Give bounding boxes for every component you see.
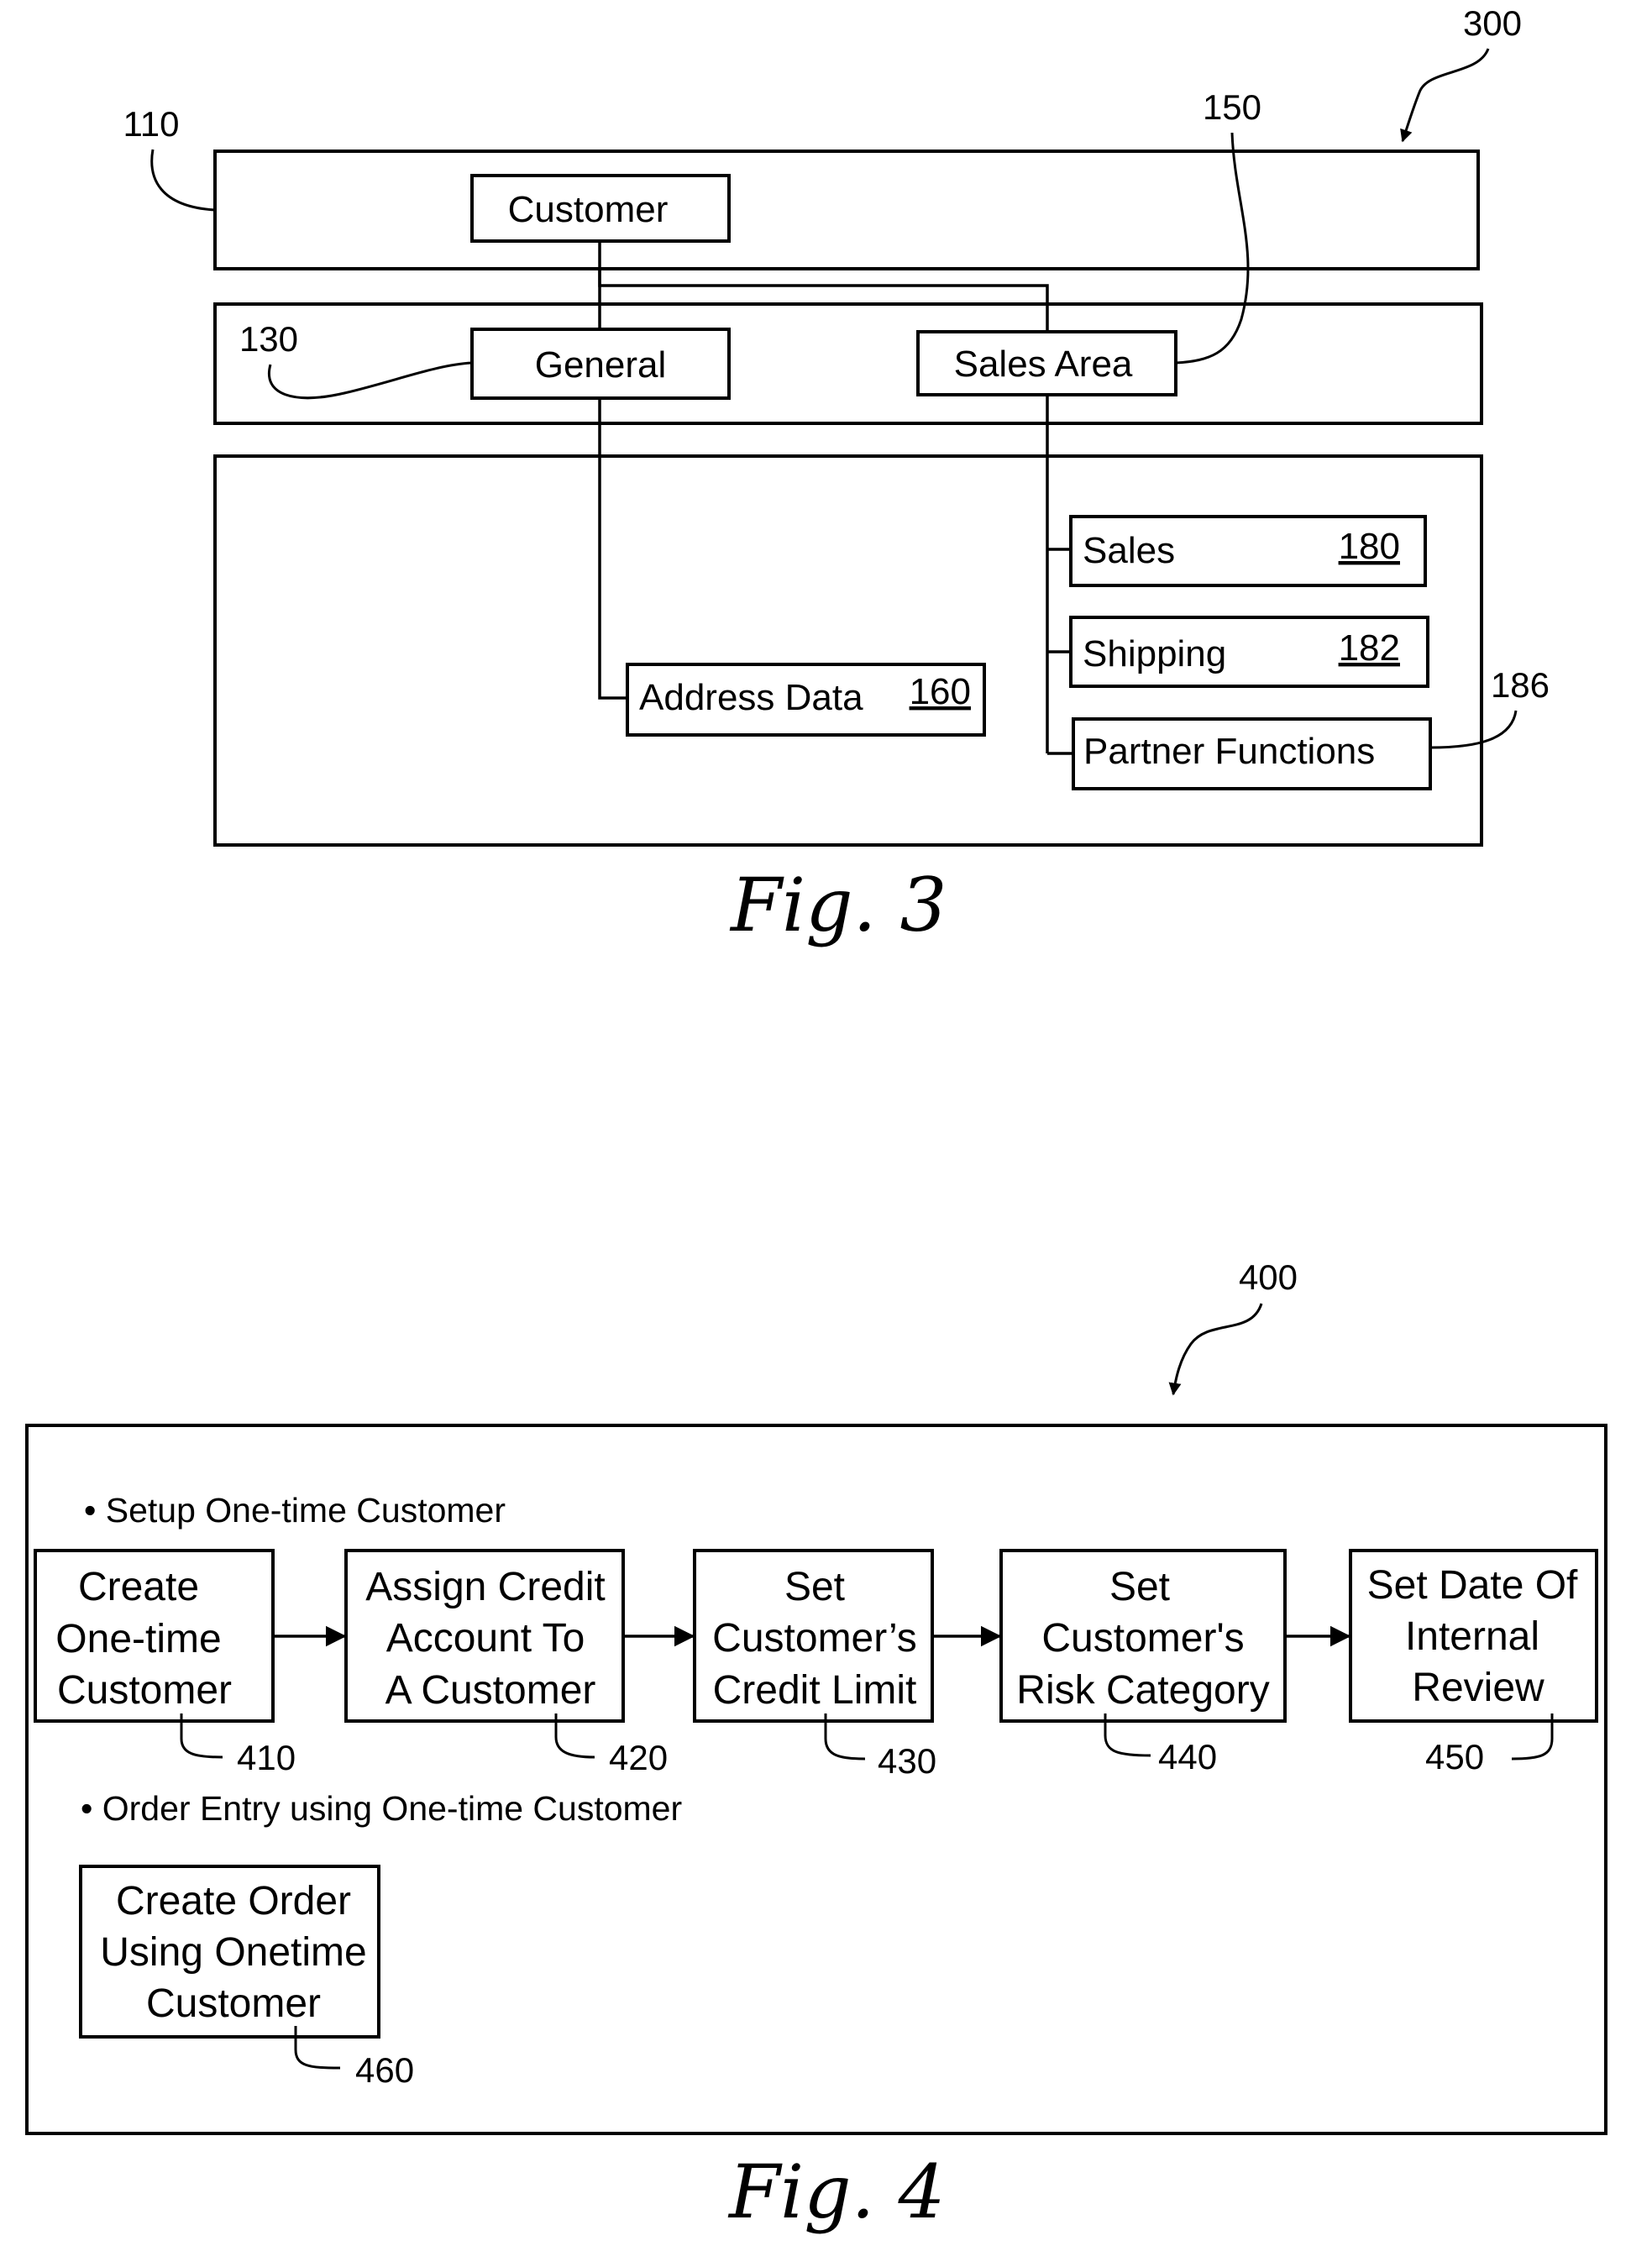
ref-300-arrow: [1403, 49, 1488, 141]
step-line: Set Date Of: [1367, 1563, 1578, 1608]
step-set-risk-category: Set Customer's Risk Category: [1001, 1551, 1285, 1721]
customer-layer-frame: [215, 151, 1478, 269]
ref-130-label: 130: [239, 319, 298, 359]
step-assign-credit-account: Assign Credit Account To A Customer: [346, 1551, 623, 1721]
ref-430-label: 430: [878, 1741, 936, 1781]
ref-150-lead: [1176, 133, 1248, 363]
step-line: Account To: [386, 1616, 585, 1661]
ref-130-lead: [269, 363, 472, 398]
step-create-one-time-customer: Create One-time Customer: [35, 1551, 273, 1721]
figure-4: 400 • Setup One-time Customer • Order En…: [27, 1257, 1606, 2235]
step-line: Customer: [146, 1981, 321, 2026]
step-create-order-using-onetime-customer: Create Order Using Onetime Customer: [81, 1866, 379, 2037]
section-setup-label: • Setup One-time Customer: [84, 1491, 506, 1530]
general-layer-frame: [215, 304, 1482, 423]
shipping-node-label: Shipping: [1083, 633, 1226, 674]
ref-186-label: 186: [1491, 665, 1550, 705]
sales-area-node-label: Sales Area: [954, 344, 1133, 385]
ref-420-label: 420: [609, 1738, 668, 1777]
step-set-date-of-internal-review: Set Date Of Internal Review: [1350, 1551, 1597, 1721]
step-line: Set: [784, 1565, 845, 1609]
address-data-node-ref: 160: [910, 671, 971, 712]
step-line: Set: [1109, 1565, 1170, 1609]
step-line: Credit Limit: [713, 1668, 917, 1713]
ref-410-label: 410: [237, 1738, 296, 1777]
step-line: Review: [1412, 1666, 1544, 1710]
step-line: Create: [78, 1565, 199, 1609]
ref-440-label: 440: [1158, 1737, 1217, 1776]
ref-186-lead: [1430, 711, 1516, 748]
general-node-label: General: [535, 344, 667, 386]
step-line: Customer: [57, 1668, 232, 1713]
ref-110-lead: [152, 150, 215, 210]
ref-400-arrow: [1173, 1304, 1261, 1394]
partner-functions-node-label: Partner Functions: [1083, 731, 1375, 772]
step-set-credit-limit: Set Customer’s Credit Limit: [695, 1551, 932, 1721]
ref-150-label: 150: [1203, 87, 1261, 127]
step-line: Internal: [1405, 1614, 1539, 1659]
step-line: Using Onetime: [100, 1930, 366, 1975]
step-line: Create Order: [116, 1879, 351, 1923]
customer-node-label: Customer: [508, 189, 669, 230]
step-line: Customer’s: [712, 1616, 917, 1661]
ref-110-label: 110: [123, 104, 180, 144]
ref-450-label: 450: [1425, 1737, 1484, 1776]
section-order-entry-label: • Order Entry using One-time Customer: [81, 1789, 682, 1828]
figure-3-caption: Fig. 3: [729, 862, 947, 948]
ref-460-label: 460: [355, 2050, 414, 2090]
figure-4-caption: Fig. 4: [727, 2149, 945, 2235]
ref-300-label: 300: [1463, 3, 1522, 43]
step-line: Assign Credit: [365, 1565, 605, 1609]
sales-node-label: Sales: [1083, 530, 1175, 571]
step-line: One-time: [55, 1617, 221, 1661]
ref-400-label: 400: [1239, 1257, 1298, 1297]
address-data-node-label: Address Data: [639, 677, 863, 718]
step-line: Customer's: [1041, 1616, 1244, 1661]
step-line: A Customer: [385, 1668, 596, 1713]
shipping-node-ref: 182: [1339, 627, 1400, 669]
step-line: Risk Category: [1016, 1668, 1269, 1713]
figure-3: Customer General Sales Area Sales 180 Sh…: [123, 3, 1550, 948]
sales-node-ref: 180: [1339, 526, 1400, 567]
